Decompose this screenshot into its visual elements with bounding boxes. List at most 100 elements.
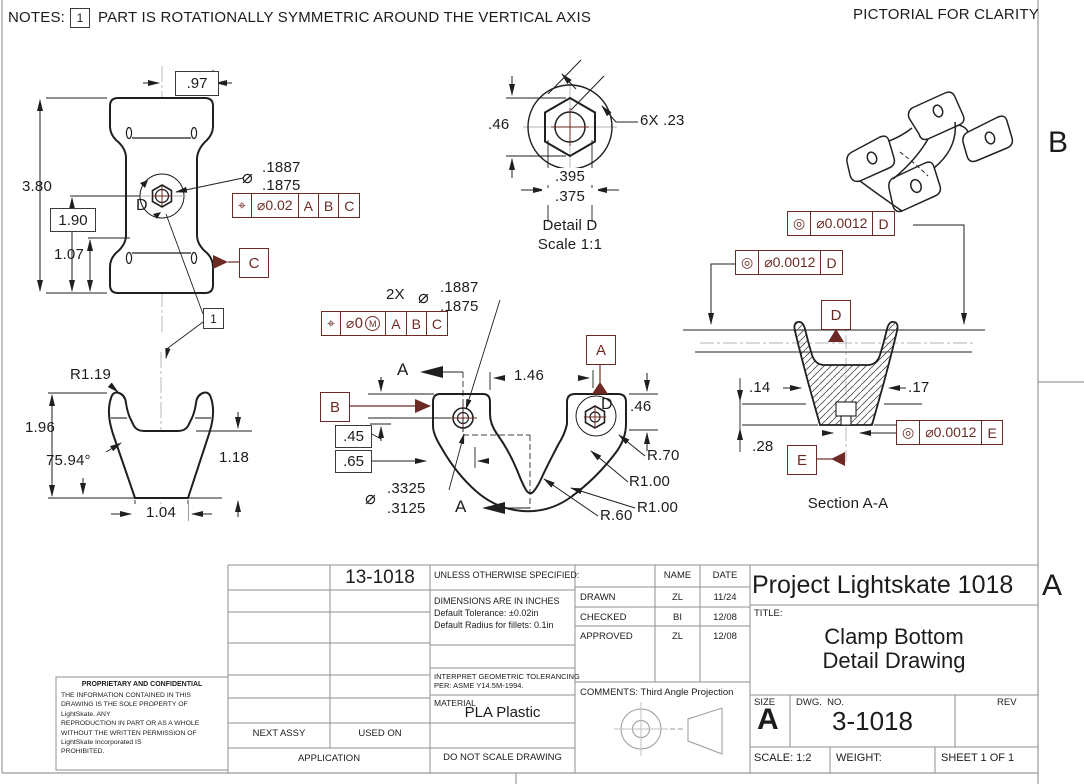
bottom-r100-dim-2: R1.00 — [637, 499, 679, 516]
proprietary-line: LightSkate. ANY — [61, 710, 111, 718]
approval-row-date-0: 11/24 — [713, 592, 737, 603]
drawing-title-line1: Clamp Bottom — [824, 624, 964, 649]
dwg-number: 3-1018 — [832, 706, 913, 736]
bottom-fcf-ref-a: A — [385, 312, 405, 335]
bottom-65-dim: .65 — [335, 450, 372, 473]
bottom-fcf-ref-b: B — [405, 312, 426, 335]
section-fcf-hole-tol: ⌀0.0012 — [919, 421, 981, 444]
zone-letter-a: A — [1042, 569, 1063, 602]
date-header: DATE — [712, 570, 738, 581]
proprietary-heading: PROPRIETARY AND CONFIDENTIAL — [81, 681, 203, 688]
front-fcf-ref-c: C — [338, 194, 359, 217]
section-arrow-letter-bottom: A — [455, 497, 467, 516]
bottom-r100-dim-1: R1.00 — [629, 473, 671, 490]
front-height-dim: 3.80 — [22, 178, 52, 195]
pictorial-drawing — [846, 91, 1014, 213]
detail-width-upper: .395 — [542, 168, 598, 185]
front-detail-letter: D — [136, 197, 148, 214]
front-feature-control-frame: ⌖ ⌀0.02 A B C — [232, 193, 361, 218]
front-note-flag: 1 — [203, 308, 224, 329]
section-fcf-top-tol: ⌀0.0012 — [810, 212, 872, 235]
section-14-dim: .14 — [749, 379, 771, 396]
section-fcf-hole: ◎ ⌀0.0012 E — [896, 420, 1003, 445]
position-symbol-icon: ⌖ — [327, 315, 335, 332]
approval-row-name-2: ZL — [671, 631, 684, 642]
datum-a-label: A — [586, 335, 616, 365]
approval-row-name-0: ZL — [671, 592, 684, 603]
front-hole-dia-icon: ⌀ — [242, 167, 254, 188]
material-label: MATERIAL — [434, 698, 476, 708]
dwg-no-label: DWG. NO. — [796, 697, 845, 708]
name-header: NAME — [663, 570, 692, 581]
profile-base-width-dim: 1.04 — [134, 504, 188, 521]
spec-line-1: DIMENSIONS ARE IN INCHES — [434, 596, 560, 606]
proprietary-line: REPRODUCTION IN PART OR AS A WHOLE — [61, 720, 200, 728]
approval-row-role-1: CHECKED — [580, 612, 627, 623]
proprietary-line: WITHOUT THE WRITTEN PERMISSION OF — [61, 729, 197, 737]
position-symbol-icon: ⌖ — [238, 197, 246, 214]
proprietary-line: DRAWING IS THE SOLE PROPERTY OF — [61, 701, 188, 709]
profile-inner-height-dim: 1.18 — [219, 449, 249, 466]
proprietary-line: LightSkate Incorporated IS — [61, 739, 142, 747]
proprietary-text: THE INFORMATION CONTAINED IN THIS DRAWIN… — [61, 691, 199, 757]
bottom-r60-dim: R.60 — [600, 507, 633, 524]
front-hole-dia-lower: .1875 — [262, 177, 301, 194]
detail-height-dim: .46 — [488, 116, 510, 133]
front-width-dim: .97 — [175, 71, 219, 96]
front-fcf-ref-a: A — [297, 194, 318, 217]
datum-d-label: D — [821, 300, 851, 330]
section-fcf-top-ref: D — [872, 212, 893, 235]
profile-angle-dim: 75.94° — [46, 452, 91, 469]
do-not-scale-note: DO NOT SCALE DRAWING — [443, 752, 562, 763]
weight-label: WEIGHT: — [836, 752, 882, 764]
bore-dia-upper: .3325 — [387, 480, 426, 497]
profile-height-dim: 1.96 — [25, 419, 55, 436]
third-angle-symbol — [614, 702, 723, 756]
project-title: Project Lightskate 1018 — [752, 571, 1014, 599]
bottom-45-dim: .45 — [335, 425, 372, 448]
bottom-r70-dim: R.70 — [647, 447, 680, 464]
bottom-dia-icon: ⌀ — [418, 287, 430, 308]
detail-title: Detail D — [542, 217, 598, 234]
bore-dia-icon: ⌀ — [365, 488, 377, 509]
spec-header: UNLESS OTHERWISE SPECIFIED: — [434, 570, 580, 580]
section-arrow-letter-top: A — [397, 360, 409, 379]
size-label: SIZE — [754, 697, 776, 708]
bottom-fcf-tol-text: ⌀0 — [345, 315, 364, 332]
approval-row-date-2: 12/08 — [713, 631, 737, 642]
comments-note: COMMENTS: Third Angle Projection — [580, 687, 734, 698]
spec-line-3: Default Radius for fillets: 0.1in — [434, 620, 554, 630]
bottom-146-dim: 1.46 — [507, 367, 551, 384]
notes-flag: 1 — [70, 8, 90, 28]
datum-e-label: E — [787, 445, 817, 475]
spec-line-2: Default Tolerance: ±0.02in — [434, 608, 539, 618]
scale-value: SCALE: 1:2 — [754, 752, 812, 764]
section-fcf-mid-ref: D — [820, 251, 841, 274]
section-aa-label: Section A-A — [807, 495, 889, 512]
interpret-line-2: PER: ASME Y14.5M-1994. — [434, 681, 524, 690]
concentricity-symbol-icon: ◎ — [741, 254, 754, 271]
proprietary-line: PROHIBITED. — [61, 748, 105, 756]
bottom-46-dim: .46 — [630, 398, 652, 415]
front-mid-height-dim: 1.90 — [50, 208, 96, 232]
size-value: A — [757, 703, 779, 736]
zone-letter-b: B — [1048, 126, 1069, 159]
rev-label: REV — [997, 697, 1017, 708]
approval-row-role-0: DRAWN — [580, 592, 616, 603]
drawing-title-line2: Detail Drawing — [822, 648, 966, 673]
section-17-dim: .17 — [908, 379, 930, 396]
next-assy-label: NEXT ASSY — [252, 728, 306, 739]
section-28-dim: .28 — [752, 438, 774, 455]
concentricity-symbol-icon: ◎ — [793, 215, 806, 232]
profile-view-linework — [48, 352, 252, 521]
section-fcf-mid-tol: ⌀0.0012 — [758, 251, 820, 274]
application-label: APPLICATION — [297, 753, 361, 764]
notes-label: NOTES: — [8, 9, 66, 26]
bottom-fcf-ref-c: C — [425, 312, 447, 335]
approval-row-role-2: APPROVED — [580, 631, 633, 642]
front-fcf-ref-b: B — [317, 194, 338, 217]
